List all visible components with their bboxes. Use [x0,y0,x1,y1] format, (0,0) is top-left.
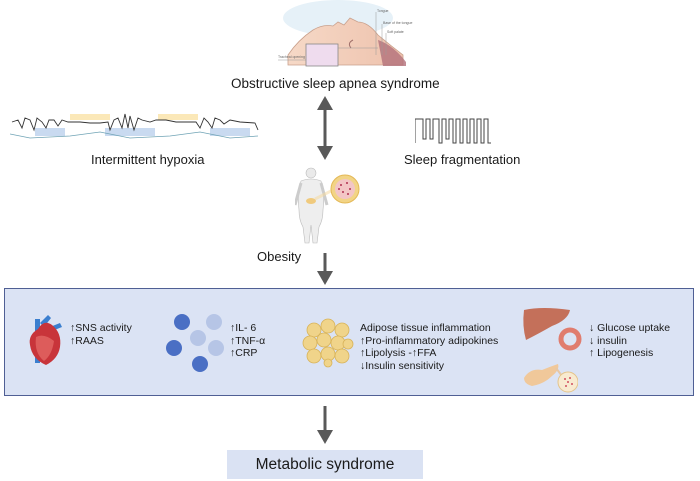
hypoxia-trace-icon [10,113,259,139]
osa-title: Obstructive sleep apnea syndrome [231,76,440,91]
metabolic-syndrome-label: Metabolic syndrome [255,455,395,473]
islet-icon [558,327,582,351]
inflammation-text: ↑IL- 6 ↑TNF-α ↑CRP [230,322,265,360]
intermittent-hypoxia-label: Intermittent hypoxia [91,152,205,167]
insulin-sensitivity-text: ↓Insulin sensitivity [360,359,445,372]
bidirectional-arrow-icon [317,96,333,160]
cytokine-dots-icon [166,314,224,372]
hypnogram-icon [415,118,491,144]
tnf-alpha-text: ↑TNF-α [230,334,266,347]
obesity-label: Obesity [257,249,302,264]
arrow-down-icon [317,406,333,444]
label-base-of-tongue: Base of the tongue [383,21,412,25]
insulin-text: ↓ insulin [589,334,627,347]
obese-person-icon [295,167,360,244]
adipose-text: Adipose tissue inflammation ↑Pro-inflamm… [360,322,498,372]
cardiovascular-text: ↑SNS activity ↑RAAS [70,322,132,347]
osa-head-illustration: Tongue Base of the tongue Soft palate Tr… [278,0,412,67]
pancreas-icon [524,364,578,393]
metabolic-syndrome-box: Metabolic syndrome [227,450,423,479]
arrow-down-icon [317,253,333,285]
label-tongue: Tongue [377,9,389,13]
label-tracheal-opening: Tracheal opening [278,55,305,59]
adipose-tissue-icon [302,318,354,368]
liver-icon [523,308,570,340]
label-soft-palate: Soft palate [387,30,404,34]
raas-text: ↑RAAS [70,334,104,347]
adipose-inflammation-text: Adipose tissue inflammation [360,322,491,334]
crp-text: ↑CRP [230,347,258,359]
sleep-fragmentation-label: Sleep fragmentation [404,152,521,167]
adipokines-text: ↑Pro-inflammatory adipokines [360,334,499,347]
lipolysis-text: ↑Lipolysis -↑FFA [360,347,437,359]
glucose-uptake-text: ↓ Glucose uptake [589,322,671,334]
il6-text: ↑IL- 6 [230,322,257,334]
metabolic-organs-text: ↓ Glucose uptake ↓ insulin ↑ Lipogenesis [589,322,670,360]
heart-icon [29,315,62,365]
sns-activity-text: ↑SNS activity [70,322,132,334]
lipogenesis-text: ↑ Lipogenesis [589,347,654,359]
